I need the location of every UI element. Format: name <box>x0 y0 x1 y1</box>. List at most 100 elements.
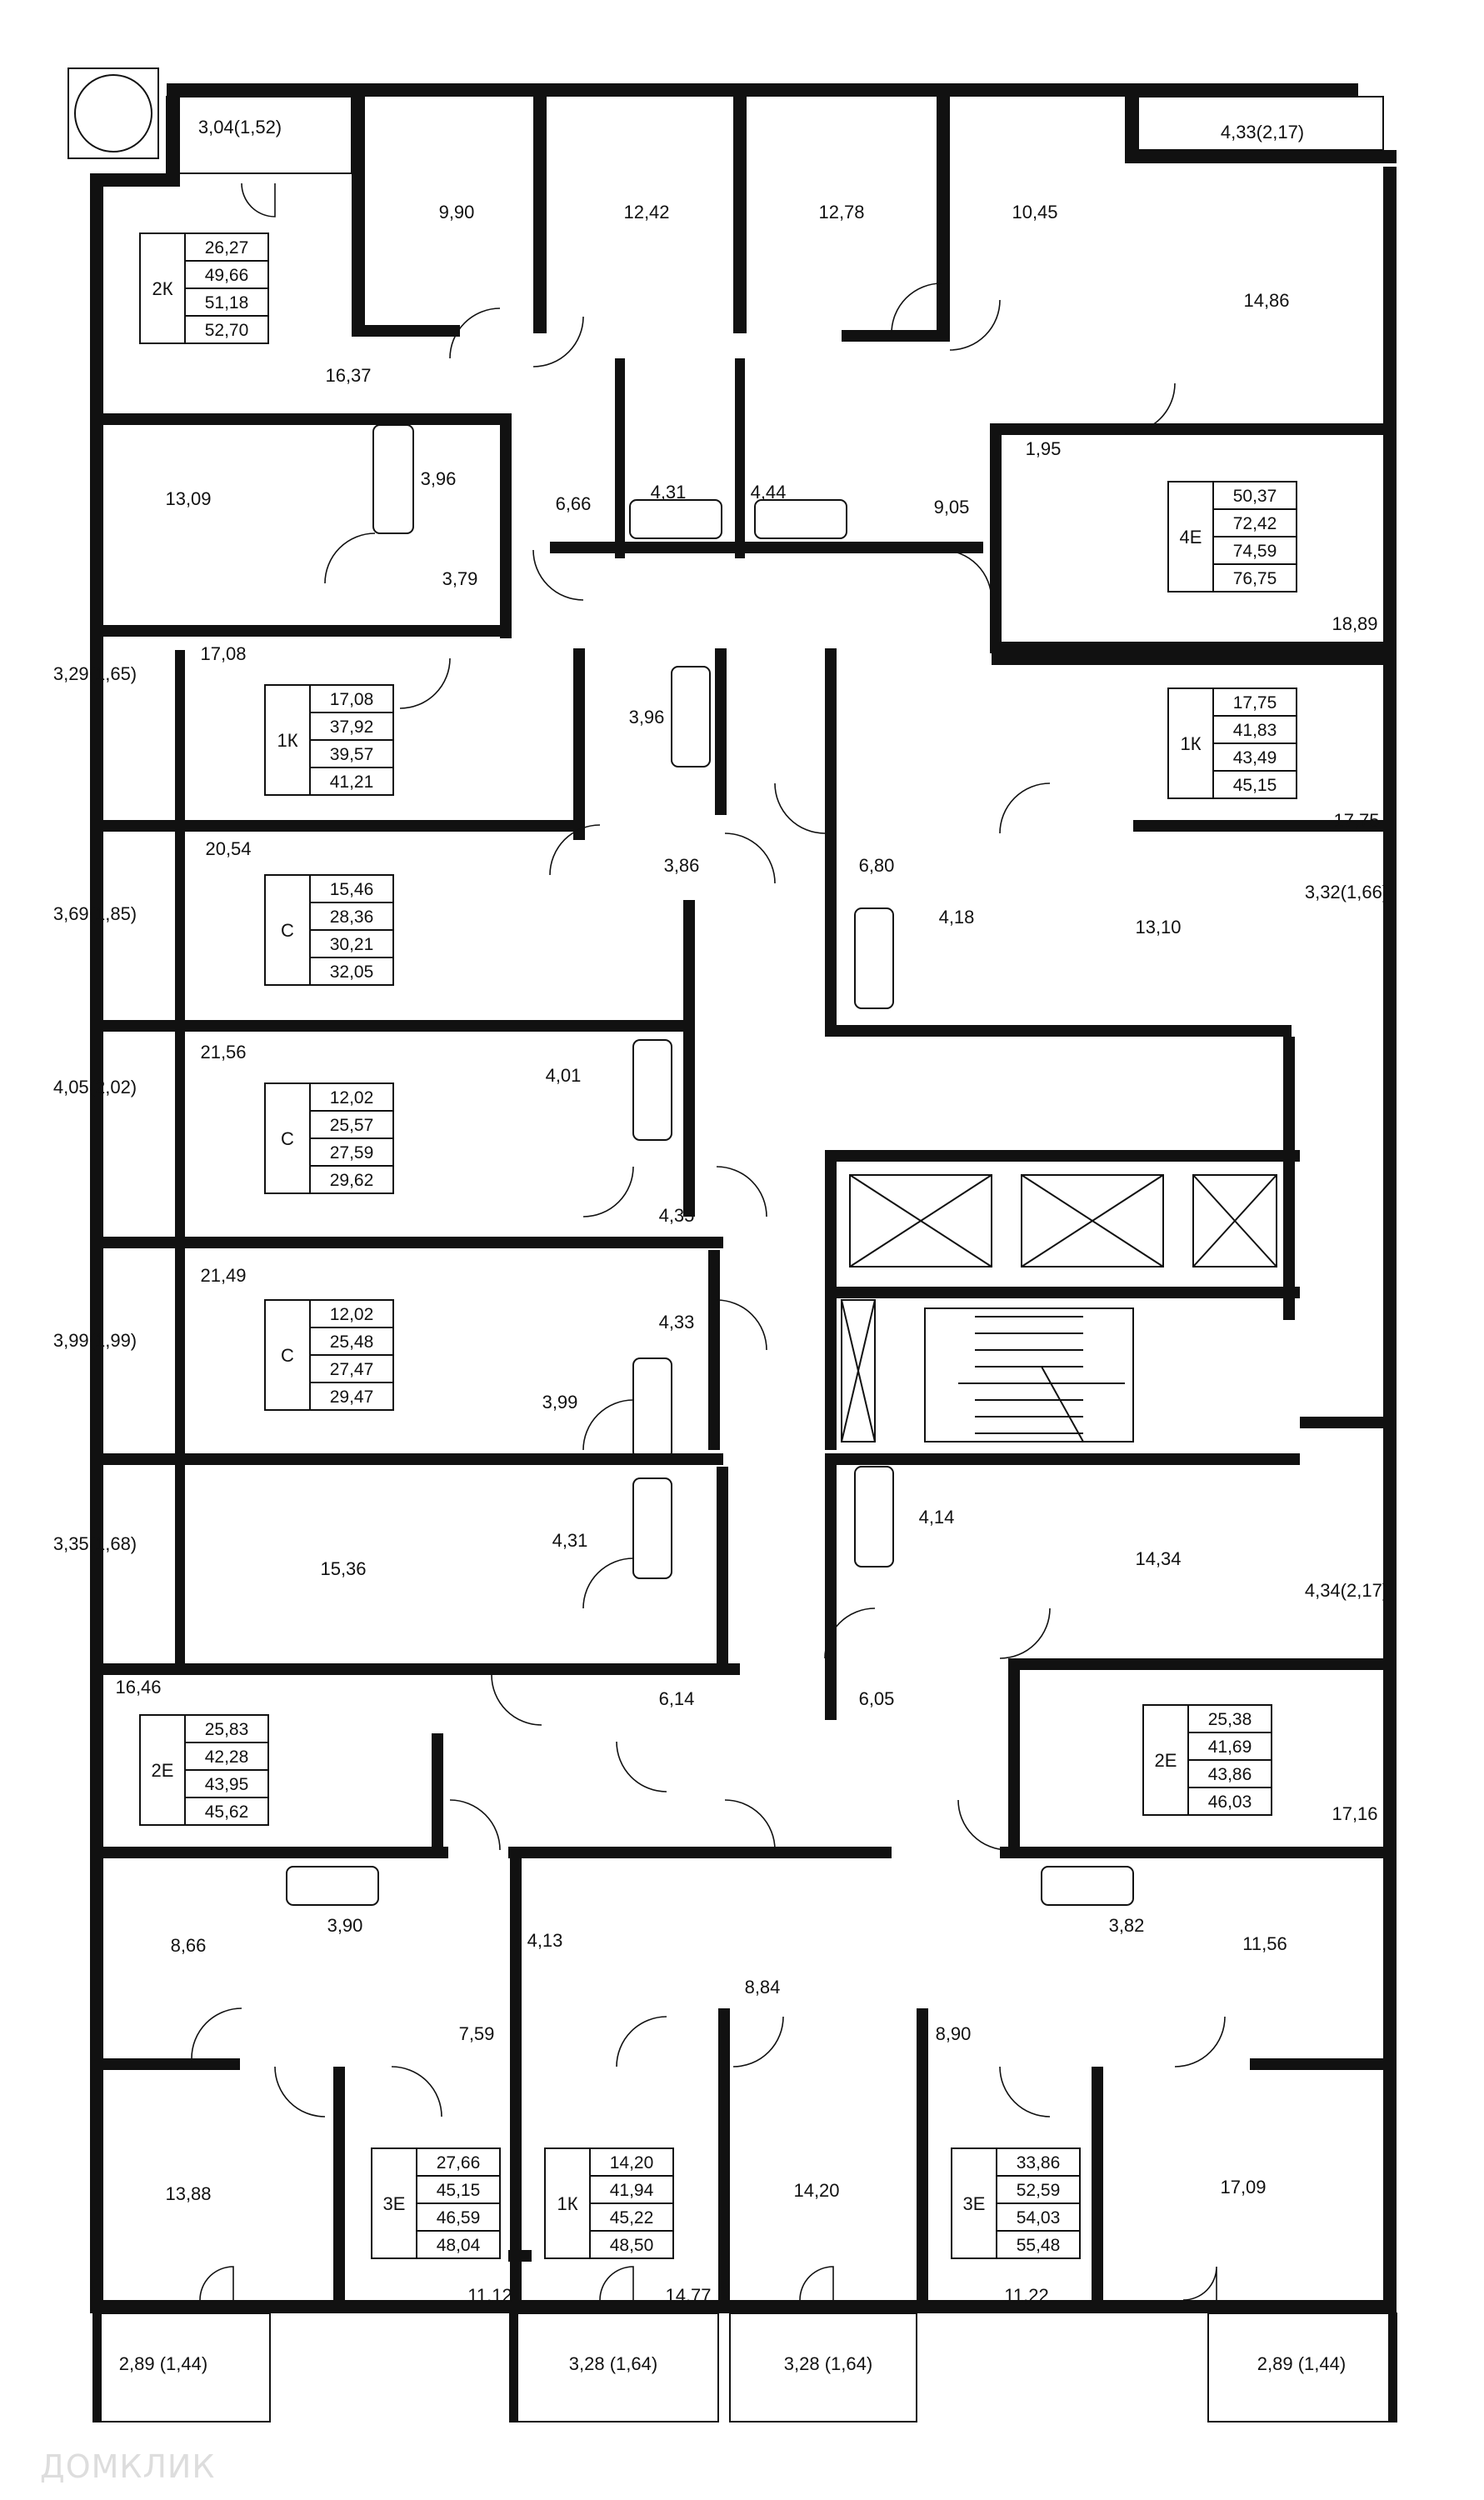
apartment-type-code: 1К <box>1180 733 1201 754</box>
room-hall-884: 8,84 <box>745 1977 781 1998</box>
apartment-area-value: 43,49 <box>1233 748 1277 768</box>
room-balcony-369: 3,69(1,85) <box>53 903 137 924</box>
room-top-4: 10,45 <box>1012 202 1057 222</box>
room-hall-614: 6,14 <box>659 1688 695 1709</box>
apartment-area-value: 43,86 <box>1208 1765 1252 1784</box>
apartment-area-value: 32,05 <box>330 962 374 982</box>
room-hall-890: 8,90 <box>936 2023 972 2044</box>
apartment-area-value: 45,15 <box>437 2181 481 2200</box>
apartment-area-value: 46,59 <box>437 2208 481 2228</box>
apartment-area-value: 51,18 <box>205 293 249 312</box>
room-14-20: 14,20 <box>793 2180 839 2201</box>
apartment-area-value: 41,94 <box>610 2181 654 2200</box>
room-bath-431a: 4,31 <box>651 482 687 502</box>
apartment-type-code: 1К <box>277 730 297 751</box>
stairwell <box>924 1308 1134 1442</box>
apartment-area-value: 25,48 <box>330 1332 374 1352</box>
elevator-shafts <box>841 1174 1277 1442</box>
room-bath-444: 4,44 <box>751 482 787 502</box>
apartment-area-value: 50,37 <box>1233 487 1277 506</box>
room-1k-a-living: 17,08 <box>200 643 246 664</box>
apartment-type-code: С <box>281 1128 294 1149</box>
balconies <box>92 96 1397 2422</box>
apartment-area-value: 15,46 <box>330 880 374 899</box>
walls <box>90 83 1397 2313</box>
room-hall-1112: 11,12 <box>467 2285 512 2306</box>
room-bath-414: 4,14 <box>919 1507 955 1528</box>
watermark-logo: ДОМКЛИК <box>40 2448 216 2485</box>
room-wc-195: 1,95 <box>1026 438 1062 459</box>
room-top-3: 12,78 <box>818 202 864 222</box>
room-bath-418: 4,18 <box>939 907 975 928</box>
room-hall-605: 6,05 <box>859 1688 895 1709</box>
apartment-area-value: 43,95 <box>205 1775 249 1794</box>
room-15-36: 15,36 <box>320 1558 366 1579</box>
room-balcony-328b: 3,28 (1,64) <box>784 2353 872 2374</box>
apartment-area-value: 72,42 <box>1233 514 1277 533</box>
apartment-type-code: 2Е <box>152 1760 174 1781</box>
apartment-type-code: 4Е <box>1180 527 1202 548</box>
apartment-area-value: 48,04 <box>437 2236 481 2255</box>
apartment-area-value: 17,08 <box>330 690 374 709</box>
room-13-09: 13,09 <box>165 488 211 509</box>
apartment-area-value: 49,66 <box>205 266 249 285</box>
room-hall-680: 6,80 <box>859 855 895 876</box>
room-c-b-living: 21,56 <box>200 1042 246 1062</box>
apartment-area-value: 26,27 <box>205 238 249 258</box>
room-2e-a-living: 16,46 <box>115 1677 161 1698</box>
apartment-area-value: 76,75 <box>1233 569 1277 588</box>
apartment-type-code: 1К <box>557 2193 577 2214</box>
apartment-type-code: 2Е <box>1155 1750 1177 1771</box>
room-bath-382: 3,82 <box>1109 1915 1145 1936</box>
apartment-area-value: 39,57 <box>330 745 374 764</box>
room-hall-435: 4,35 <box>659 1205 695 1226</box>
apartment-type-code: 3Е <box>963 2193 986 2214</box>
room-1k-b-living: 17,75 <box>1333 810 1379 831</box>
room-11-56: 11,56 <box>1242 1933 1287 1954</box>
apartment-area-value: 27,59 <box>330 1143 374 1162</box>
room-top-2: 12,42 <box>623 202 669 222</box>
room-hall-1477: 14,77 <box>665 2285 711 2306</box>
ventilation-duct <box>67 68 159 159</box>
apartment-area-value: 48,50 <box>610 2236 654 2255</box>
room-14-34: 14,34 <box>1135 1548 1181 1569</box>
apartment-type-code: 3Е <box>383 2193 406 2214</box>
apartment-info-boxes: 2К26,2749,6651,1852,704Е50,3772,4274,597… <box>139 232 1297 2259</box>
room-hall-759: 7,59 <box>459 2023 495 2044</box>
apartment-area-value: 29,62 <box>330 1171 374 1190</box>
room-hall-905: 9,05 <box>934 497 970 518</box>
room-bath-396a: 3,96 <box>421 468 457 489</box>
apartment-area-value: 46,03 <box>1208 1792 1252 1812</box>
room-balcony-289b: 2,89 (1,44) <box>1257 2353 1346 2374</box>
bathtubs <box>286 424 1134 1906</box>
apartment-area-value: 14,20 <box>610 2153 654 2172</box>
apartment-area-value: 41,69 <box>1208 1738 1252 1757</box>
apartment-area-value: 41,83 <box>1233 721 1277 740</box>
apartment-type-code: 2К <box>152 278 172 299</box>
apartment-area-value: 55,48 <box>1017 2236 1061 2255</box>
room-13-10: 13,10 <box>1135 917 1181 938</box>
room-balcony-399: 3,99(1,99) <box>53 1330 137 1351</box>
apartment-area-value: 37,92 <box>330 718 374 737</box>
room-17-09: 17,09 <box>1220 2177 1266 2198</box>
room-bath-399: 3,99 <box>542 1392 578 1412</box>
apartment-area-value: 30,21 <box>330 935 374 954</box>
room-balcony-332: 3,32(1,66) <box>1305 882 1388 902</box>
apartment-area-value: 27,66 <box>437 2153 481 2172</box>
apartment-area-value: 28,36 <box>330 908 374 927</box>
apartment-type-code: С <box>281 920 294 941</box>
room-bath-396b: 3,96 <box>629 707 665 728</box>
room-balcony-top-right: 4,33(2,17) <box>1221 122 1304 142</box>
apartment-area-value: 27,47 <box>330 1360 374 1379</box>
room-c-a-living: 20,54 <box>205 838 251 859</box>
room-balcony-405: 4,05(2,02) <box>53 1077 137 1098</box>
apartment-area-value: 33,86 <box>1017 2153 1061 2172</box>
